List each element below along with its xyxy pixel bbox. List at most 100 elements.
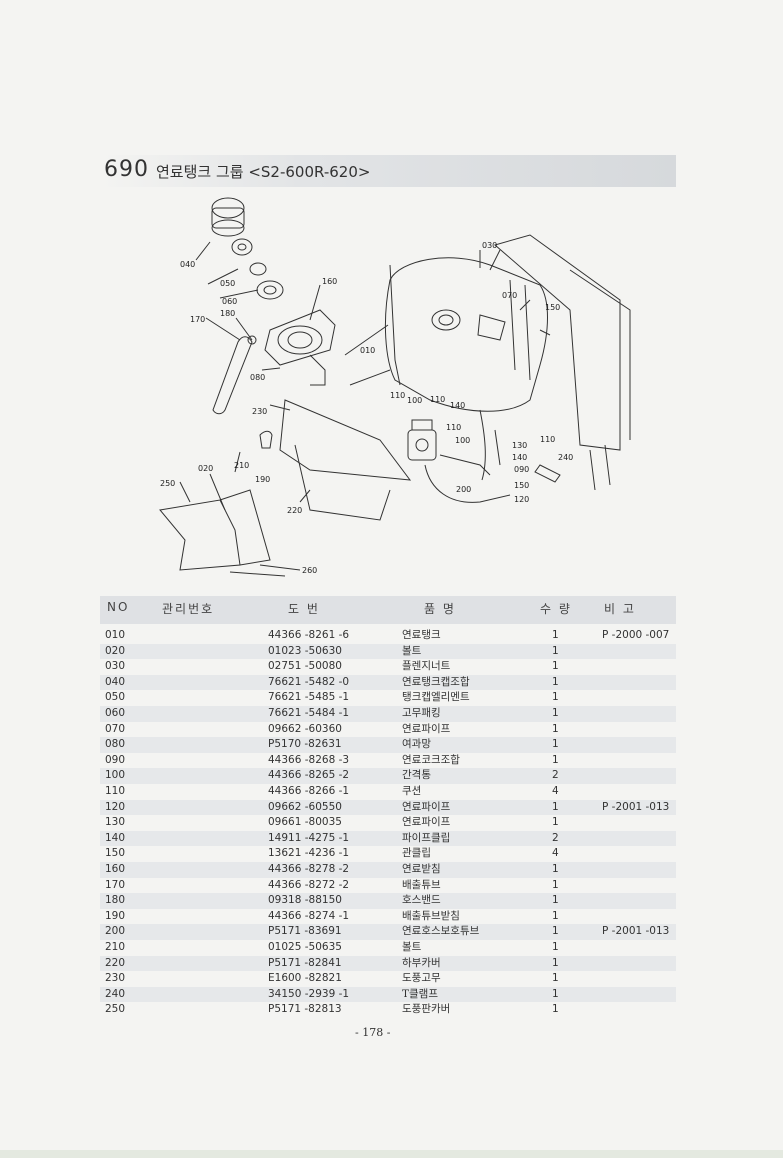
- row-part-name: 배출튜브받침: [402, 909, 460, 922]
- svg-text:150: 150: [514, 481, 529, 490]
- row-no: 170: [105, 878, 126, 891]
- header-drawing-no: 도 번: [288, 602, 320, 616]
- row-drawing-no: 76621 -5485 -1: [268, 691, 350, 704]
- row-part-name: 파이프클립: [402, 831, 451, 844]
- row-drawing-no: 01023 -50630: [268, 644, 342, 657]
- svg-text:250: 250: [160, 479, 175, 488]
- row-no: 250: [105, 1003, 126, 1016]
- row-part-name: 볼트: [402, 644, 422, 657]
- svg-text:110: 110: [430, 395, 445, 404]
- svg-text:220: 220: [287, 506, 302, 515]
- row-quantity: 1: [552, 753, 559, 766]
- row-drawing-no: P5171 -82841: [268, 956, 342, 969]
- svg-text:010: 010: [360, 346, 375, 355]
- row-part-name: 관클립: [402, 847, 431, 860]
- row-drawing-no: P5171 -83691: [268, 925, 342, 938]
- row-part-name: 연료탱크캡조합: [402, 675, 470, 688]
- row-no: 120: [105, 800, 126, 813]
- row-quantity: 1: [552, 629, 559, 641]
- svg-text:210: 210: [234, 461, 249, 470]
- row-quantity: 1: [552, 956, 559, 969]
- svg-text:040: 040: [180, 260, 195, 269]
- row-drawing-no: 44366 -8272 -2: [268, 878, 350, 891]
- svg-text:140: 140: [450, 401, 465, 410]
- row-quantity: 1: [552, 909, 559, 922]
- row-drawing-no: P5171 -82813: [268, 1003, 342, 1016]
- row-part-name: 도풍고무: [402, 972, 441, 985]
- row-part-name: 쿠션: [402, 785, 422, 797]
- svg-text:180: 180: [220, 309, 235, 318]
- row-quantity: 1: [552, 800, 559, 813]
- svg-text:100: 100: [407, 396, 422, 405]
- svg-text:240: 240: [558, 453, 573, 462]
- svg-text:150: 150: [545, 303, 560, 312]
- row-part-name: 탱크캡엘리멘트: [402, 691, 470, 704]
- row-part-name: 배출튜브: [402, 878, 441, 891]
- row-no: 140: [105, 831, 126, 844]
- page-number: - 178 -: [355, 1026, 391, 1039]
- svg-text:110: 110: [390, 391, 405, 400]
- svg-text:130: 130: [512, 441, 527, 450]
- row-drawing-no: 02751 -50080: [268, 660, 342, 673]
- row-part-name: 도풍판카버: [402, 1003, 451, 1016]
- row-quantity: 1: [552, 691, 559, 704]
- row-no: 060: [105, 707, 126, 719]
- row-part-name: 고무패킹: [402, 707, 441, 719]
- row-drawing-no: 14911 -4275 -1: [268, 831, 350, 844]
- table-row: 190 44366 -8274 -1 배출튜브받침 1: [0, 909, 783, 925]
- row-drawing-no: 44366 -8278 -2: [268, 863, 350, 875]
- row-no: 130: [105, 816, 126, 829]
- row-quantity: 1: [552, 738, 559, 751]
- row-quantity: 1: [552, 722, 559, 735]
- row-part-name: 연료코크조합: [402, 753, 460, 766]
- row-quantity: 1: [552, 660, 559, 673]
- row-part-name: 간격통: [402, 769, 431, 782]
- row-drawing-no: 44366 -8274 -1: [268, 909, 350, 922]
- row-no: 070: [105, 722, 126, 735]
- header-note: 비 고: [604, 602, 636, 616]
- svg-text:070: 070: [502, 291, 517, 300]
- svg-text:200: 200: [456, 485, 471, 494]
- row-note: P -2000 -007: [602, 629, 670, 641]
- svg-text:110: 110: [540, 435, 555, 444]
- row-note: P -2001 -013: [602, 925, 670, 938]
- row-note: P -2001 -013: [602, 800, 670, 813]
- row-part-name: 여과망: [402, 738, 431, 751]
- row-no: 190: [105, 909, 126, 922]
- header-quantity: 수 량: [540, 602, 572, 616]
- row-drawing-no: 44366 -8266 -1: [268, 785, 350, 797]
- row-no: 220: [105, 956, 126, 969]
- header-part-name: 품 명: [424, 602, 456, 616]
- row-no: 240: [105, 987, 126, 1000]
- row-no: 200: [105, 925, 126, 938]
- row-part-name: 연료호스보호튜브: [402, 925, 480, 938]
- row-no: 210: [105, 941, 126, 953]
- row-quantity: 1: [552, 863, 559, 875]
- bottom-strip: [0, 1150, 783, 1158]
- row-no: 010: [105, 629, 126, 641]
- row-no: 090: [105, 753, 126, 766]
- svg-text:080: 080: [250, 373, 265, 382]
- row-no: 110: [105, 785, 126, 797]
- svg-text:260: 260: [302, 566, 317, 575]
- group-title: 연료탱크 그룹 <S2-600R-620>: [156, 163, 371, 181]
- svg-text:230: 230: [252, 407, 267, 416]
- row-part-name: T클램프: [402, 987, 438, 1000]
- row-drawing-no: 44366 -8261 -6: [268, 629, 350, 641]
- row-drawing-no: 09661 -80035: [268, 816, 342, 829]
- row-drawing-no: 09662 -60360: [268, 722, 342, 735]
- row-drawing-no: 76621 -5482 -0: [268, 675, 350, 688]
